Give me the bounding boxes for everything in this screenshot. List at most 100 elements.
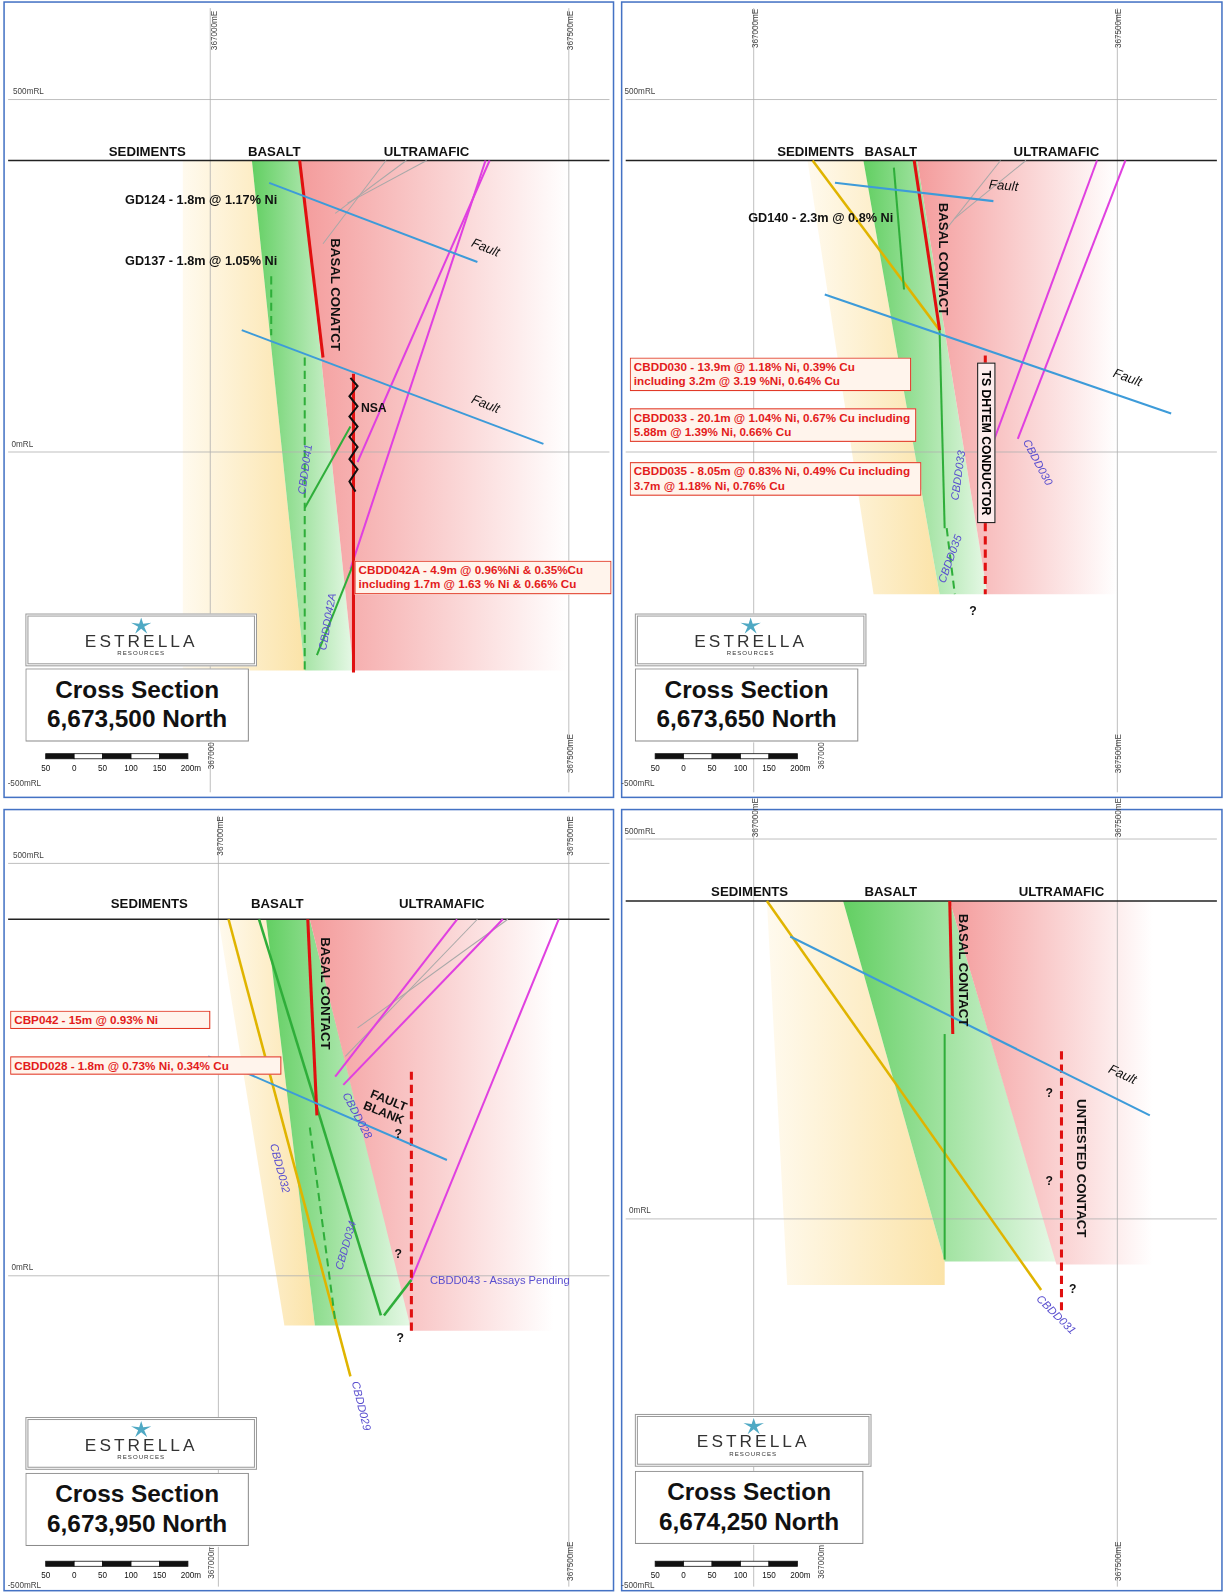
drillhole-label: CBDD031 — [1034, 1292, 1078, 1336]
intercept-box: CBDD035 - 8.05m @ 0.83% Ni, 0.49% Cu inc… — [630, 462, 922, 495]
grid-label: 500mRL — [13, 88, 44, 97]
logo-star — [742, 1418, 764, 1434]
scale-label: 150 — [153, 1572, 167, 1581]
contact-label: BASAL CONATCT — [328, 238, 343, 350]
drillhole-trace — [8, 99, 609, 100]
scale-label: 50 — [651, 764, 660, 773]
drillhole-trace — [813, 160, 940, 330]
scale-label: 0 — [681, 1572, 686, 1581]
unit-name: BASALT — [251, 897, 304, 912]
scale-bar — [769, 754, 797, 759]
grid-label: 500mRL — [625, 827, 656, 836]
query-mark: NSA — [361, 402, 387, 415]
drillhole-trace — [384, 1280, 411, 1316]
contact-line — [950, 901, 953, 1034]
query-mark: ? — [1046, 1175, 1053, 1188]
scale-bar — [103, 1561, 131, 1566]
scale-bar — [684, 754, 712, 759]
unit-name: BASALT — [248, 145, 301, 160]
drillhole-trace — [317, 564, 354, 655]
drillhole-trace — [568, 8, 569, 792]
scale-bar — [159, 1561, 187, 1566]
contact-label: BASAL CONTACT — [318, 937, 333, 1049]
grid-label: 367000mE — [752, 9, 761, 48]
unit-name: BASALT — [865, 885, 918, 900]
intercept-text: CBDD033 - 20.1m @ 1.04% Ni, 0.67% Cu inc… — [634, 410, 912, 439]
grid-label: 367500mE — [1115, 798, 1124, 837]
drillhole-trace — [345, 919, 477, 1056]
scale-bar — [740, 1561, 768, 1566]
intercept-label: GD124 - 1.8m @ 1.17% Ni — [125, 194, 277, 208]
scale-label: 100 — [124, 1572, 138, 1581]
logo-star-shape — [740, 618, 760, 634]
drillhole-label: CBDD029 — [350, 1380, 374, 1432]
grid-label: -500mRL — [8, 1582, 41, 1591]
intercept-label: GD137 - 1.8m @ 1.05% Ni — [125, 255, 277, 269]
grid-label: -500mRL — [8, 780, 41, 789]
drillhole-trace — [8, 160, 609, 162]
unit-name: BASALT — [865, 145, 918, 160]
contact-line — [410, 1072, 413, 1331]
drillhole-trace — [335, 919, 457, 1076]
grid-label: 367000mE — [217, 816, 226, 855]
drillhole-trace — [1018, 160, 1126, 438]
fault-label: Fault — [988, 177, 1019, 194]
contact-label: UNTESTED CONTACT — [1074, 1099, 1089, 1237]
section-title: Cross Section 6,673,650 North — [640, 675, 853, 734]
drillhole-trace — [568, 816, 569, 1587]
drillhole-trace — [411, 919, 558, 1280]
scale-label: 50 — [708, 764, 717, 773]
query-mark: ? — [1046, 1087, 1053, 1100]
scale-label: 0 — [72, 1572, 77, 1581]
section-title-box: Cross Section 6,674,250 North — [635, 1471, 864, 1544]
intercept-box: CBDD028 - 1.8m @ 0.73% Ni, 0.34% Cu — [10, 1056, 281, 1075]
logo-star — [130, 618, 152, 634]
panel-frame — [622, 2, 1222, 797]
grid-label: 500mRL — [13, 852, 44, 861]
drillhole-trace — [8, 863, 609, 864]
intercept-text: CBDD042A - 4.9m @ 0.96%Ni & 0.35%Cu incl… — [359, 563, 608, 592]
logo-box: ESTRELLARESOURCES — [25, 614, 257, 667]
scale-label: 150 — [153, 764, 167, 773]
panel-frame — [4, 2, 613, 797]
drillhole-trace — [259, 919, 381, 1315]
drillhole-trace — [323, 160, 386, 243]
drillhole-trace — [940, 330, 945, 528]
intercept-box: CBP042 - 15m @ 0.93% Ni — [10, 1011, 210, 1030]
scale-label: 200m — [790, 1572, 810, 1581]
query-mark: ? — [1069, 1283, 1076, 1296]
drillhole-trace — [1117, 816, 1118, 1587]
scale-bar — [655, 754, 683, 759]
intercept-box: CBDD042A - 4.9m @ 0.96%Ni & 0.35%Cu incl… — [355, 561, 612, 594]
section-title-box: Cross Section 6,673,950 North — [25, 1473, 248, 1546]
drillhole-trace — [626, 1218, 1217, 1219]
drillhole-trace — [304, 358, 306, 671]
scale-bar — [712, 1561, 740, 1566]
section-title: Cross Section 6,673,950 North — [30, 1480, 243, 1539]
query-mark: ? — [394, 1248, 401, 1261]
unit-name: ULTRAMAFIC — [384, 145, 470, 160]
scale-label: 50 — [41, 764, 50, 773]
scale-label: 50 — [98, 1572, 107, 1581]
intercept-label: GD140 - 2.3m @ 0.8% Ni — [748, 211, 893, 225]
logo-box: ESTRELLARESOURCES — [635, 1414, 872, 1467]
grid-label: 367000mE — [211, 11, 220, 50]
contact-line — [308, 919, 317, 1115]
logo-wordmark: ESTRELLA — [638, 1433, 869, 1450]
grid-label: 367500mE — [567, 1542, 576, 1581]
grid-label: 367500mE — [1115, 9, 1124, 48]
grid-label: 367500mE — [567, 11, 576, 50]
fault-line — [242, 330, 544, 444]
panel-frame — [622, 810, 1222, 1591]
scale-label: 100 — [734, 1572, 748, 1581]
contact-label: BASAL CONTACT — [935, 203, 950, 315]
scale-bar — [46, 1561, 74, 1566]
logo-star-shape — [131, 618, 151, 634]
logo-star-shape — [131, 1421, 151, 1437]
drillhole-trace — [310, 1127, 335, 1320]
scale-label: 150 — [762, 764, 776, 773]
scale-bar — [712, 754, 740, 759]
scale-bar — [769, 1561, 797, 1566]
